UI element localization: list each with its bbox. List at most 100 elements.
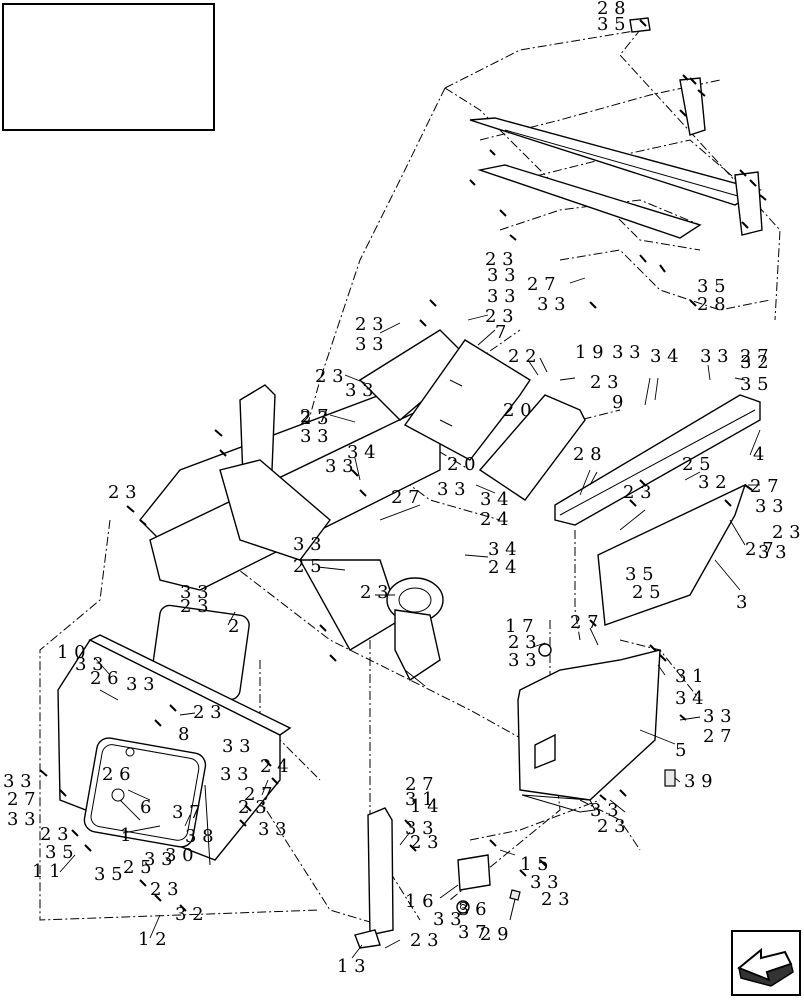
part-4-right-beam (554, 394, 761, 526)
callout-label: 2 6 (102, 764, 131, 785)
callout-label: 3 3 (126, 674, 155, 695)
callout-label: 3 (736, 592, 747, 613)
callout-label: 2 3 (238, 797, 267, 818)
navigation-arrow-button[interactable] (731, 930, 801, 996)
part-9-side-plate (478, 394, 586, 501)
callout-label: 2 7 (740, 346, 769, 367)
callout-label: 2 3 (355, 314, 384, 335)
callout-label: 3 8 (185, 826, 214, 847)
callout-label: 3 3 (437, 479, 466, 500)
callout-label: 3 4 (675, 688, 704, 709)
callout-label: 2 3 (150, 879, 179, 900)
callout-label: 3 3 (75, 654, 104, 675)
callout-label: 2 3 (360, 582, 389, 603)
callout-label: 3 2 (175, 904, 204, 925)
callout-label: 3 6 (458, 899, 487, 920)
callout-label: 3 5 (597, 14, 626, 35)
callout-label: 2 3 (410, 832, 439, 853)
part-1-door-panel (57, 634, 292, 866)
callout-label: 3 3 (258, 819, 287, 840)
leader-lines (59, 277, 761, 959)
callout-label: 2 5 (293, 556, 322, 577)
callout-label: 2 3 (623, 482, 652, 503)
callout-label: 2 3 (772, 522, 801, 543)
callout-label: 1 7 (505, 616, 534, 637)
callout-label: 3 3 (220, 764, 249, 785)
callout-label: 3 5 (94, 864, 123, 885)
callout-label: 2 7 (703, 726, 732, 747)
callout-label: 3 3 (300, 426, 329, 447)
callout-label: 3 3 (180, 582, 209, 603)
callout-label: 2 3 (485, 306, 514, 327)
callout-label: 1 1 (32, 861, 61, 882)
callout-label: 2 7 (527, 274, 556, 295)
callout-label: 2 4 (480, 509, 509, 530)
callout-label: 1 5 (520, 854, 549, 875)
callout-label: 2 3 (597, 816, 626, 837)
callout-label: 2 7 (391, 487, 420, 508)
part-3-right-panel (597, 483, 747, 626)
callout-label: 9 (612, 392, 623, 413)
callout-label: 2 7 (745, 539, 774, 560)
callout-label: 2 8 (573, 444, 602, 465)
callout-label: 3 3 (487, 265, 516, 286)
callout-label: 3 5 (697, 276, 726, 297)
callout-label: 2 3 (508, 632, 537, 653)
callout-label: 1 2 (138, 929, 167, 950)
callout-label: 3 3 (700, 346, 729, 367)
callout-label: 3 3 (530, 872, 559, 893)
callout-label: 3 3 (144, 849, 173, 870)
callout-label: 3 3 (612, 342, 641, 363)
callout-label: 2 7 (244, 784, 273, 805)
pump-assembly (386, 577, 552, 682)
callout-label: 3 3 (345, 380, 374, 401)
callout-label: 1 4 (410, 796, 439, 817)
part-7-top-plate (403, 339, 531, 461)
callout-label: 3 3 (405, 818, 434, 839)
callout-label: 3 7 (458, 922, 487, 943)
callout-label: 2 4 (260, 756, 289, 777)
callout-label: 2 7 (750, 476, 779, 497)
callout-label: 2 3 (40, 824, 69, 845)
callout-label: 4 (753, 444, 764, 465)
callout-label: 3 2 (698, 472, 727, 493)
callout-label: 2 3 (315, 366, 344, 387)
callout-label: 1 3 (337, 956, 366, 977)
callout-label: 2 5 (682, 454, 711, 475)
callout-label: 2 8 (597, 0, 626, 19)
callout-label: 3 7 (172, 802, 201, 823)
callout-label: 3 5 (740, 374, 769, 395)
title-block (2, 3, 215, 131)
arrow-icon (737, 947, 794, 987)
callout-label: 2 3 (180, 596, 209, 617)
callout-label: 2 9 (480, 924, 509, 945)
callout-label: 1 6 (405, 891, 434, 912)
callout-label: 1 0 (57, 642, 86, 663)
part-16-step-bracket (354, 807, 394, 949)
callout-label: 3 3 (508, 650, 537, 671)
callout-label: 2 (228, 616, 239, 637)
callout-label: 2 3 (193, 702, 222, 723)
callout-label: 1 (120, 825, 131, 846)
callout-label: 2 8 (697, 294, 726, 315)
callout-label: 3 3 (433, 909, 462, 930)
callout-label: 2 3 (590, 372, 619, 393)
callout-label: 3 3 (487, 286, 516, 307)
main-chassis (139, 329, 481, 651)
callout-label: 7 (495, 322, 506, 343)
small-parts-cluster (456, 854, 521, 921)
callout-label: 2 2 (508, 346, 537, 367)
callout-label: 8 (178, 724, 189, 745)
callout-label: 2 0 (447, 454, 476, 475)
callout-label: 3 2 (740, 352, 769, 373)
callout-label: 5 (675, 740, 686, 761)
callout-label: 3 3 (758, 542, 787, 563)
callout-label: 3 5 (625, 564, 654, 585)
callout-label: 1 9 (575, 342, 604, 363)
callout-label: 2 6 (90, 668, 119, 689)
callout-label: 6 (140, 797, 151, 818)
callout-label: 3 5 (45, 842, 74, 863)
callout-label: 3 3 (703, 706, 732, 727)
